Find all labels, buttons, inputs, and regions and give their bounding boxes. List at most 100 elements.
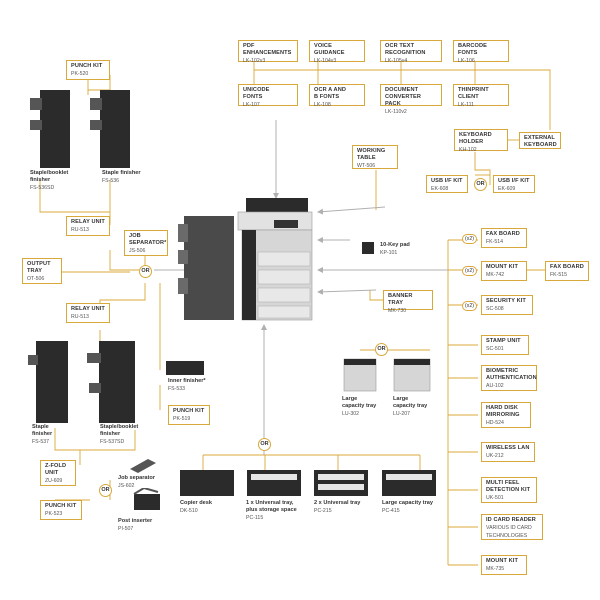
staple-booklet-finisher-top-device: [30, 90, 70, 168]
product-code: PC-415: [382, 508, 400, 514]
title-line: AUTHENTICATION: [486, 375, 537, 381]
title-line: plus storage space: [246, 507, 297, 513]
title-line: Staple finisher: [102, 170, 141, 176]
title-line: WORKING: [357, 148, 386, 154]
title-line: SEPARATOR*: [129, 240, 167, 246]
title-line: Staple/booklet: [100, 424, 139, 430]
product-code: PK-519: [173, 416, 191, 422]
product-code: LU-302: [342, 411, 360, 417]
product-code: FS-536: [102, 178, 120, 184]
product-code: FK-515: [550, 272, 568, 278]
title-line: TABLE: [357, 155, 376, 161]
product-code: EK-609: [498, 186, 516, 192]
product-code: PC-215: [314, 508, 332, 514]
title-line: WIRELESS LAN: [486, 445, 530, 451]
product-code: EK-608: [431, 186, 449, 192]
product-code: SC-501: [486, 346, 504, 352]
staple-booklet-finisher-bottom-device: [87, 341, 135, 423]
title-line: Staple/booklet: [30, 170, 69, 176]
product-code: KH-102: [459, 147, 477, 153]
title-line: FAX BOARD: [486, 231, 520, 237]
title-line: EXTERNAL: [524, 135, 555, 141]
title-line: Post inserter: [118, 518, 153, 524]
option-banner-tray: BANNER TRAY MK-730: [383, 290, 433, 314]
title-line: TRAY: [27, 268, 43, 274]
title-line: Large capacity tray: [382, 500, 433, 506]
option-relay-unit-top: RELAY UNIT RU-513: [66, 216, 110, 236]
title-line: OUTPUT: [27, 261, 51, 267]
title-line: USB I/F KIT: [431, 178, 463, 184]
job-separator-device: [130, 459, 156, 473]
title-line: MOUNT KIT: [486, 558, 518, 564]
title-line: RECOGNITION: [385, 50, 426, 56]
title-line: PUNCH KIT: [71, 63, 103, 69]
option-punch-kit-519: PUNCH KIT PK-519: [168, 405, 210, 425]
title-line: SECURITY KIT: [486, 298, 526, 304]
title-line: FONTS: [243, 94, 263, 100]
product-code: PK-520: [71, 71, 89, 77]
description-line: VARIOUS ID CARD: [486, 525, 532, 531]
title-line: THINPRINT: [458, 87, 489, 93]
title-line: RELAY UNIT: [71, 219, 105, 225]
product-code: LU-207: [393, 411, 411, 417]
product-code: DK-510: [180, 508, 198, 514]
product-code: MK-730: [388, 308, 407, 314]
product-code: MK-742: [486, 272, 505, 278]
label-inner-finisher: Inner finisher* FS-533: [168, 378, 206, 393]
product-code: LK-104v3: [314, 58, 337, 64]
title-line: Large: [393, 396, 409, 402]
product-code: FS-533: [168, 386, 186, 392]
product-code: JS-602: [118, 483, 135, 489]
product-code: WT-506: [357, 163, 376, 169]
title-line: capacity tray: [342, 403, 377, 409]
product-code: LK-106: [458, 58, 475, 64]
copier-desk-device: [180, 470, 234, 496]
title-line: HOLDER: [459, 139, 484, 145]
product-code: LK-108: [314, 102, 331, 108]
product-code: RU-513: [71, 227, 89, 233]
title-line: STAMP UNIT: [486, 338, 521, 344]
product-code: FS-537: [32, 439, 50, 445]
title-line: BANNER TRAY: [388, 293, 413, 306]
quantity-x2-badge: (x2): [462, 301, 477, 311]
title-line: FONTS: [458, 50, 478, 56]
title-line: RELAY UNIT: [71, 306, 105, 312]
title-line: BARCODE: [458, 43, 487, 49]
quantity-x2-badge: (x2): [462, 234, 477, 244]
product-code: LK-110v2: [385, 109, 407, 115]
or-connector: OR: [474, 178, 487, 191]
title-line: MIRRORING: [486, 412, 520, 418]
title-line: VOICE: [314, 43, 332, 49]
title-line: Inner finisher*: [168, 378, 206, 384]
large-capacity-tray-415-device: [382, 470, 436, 496]
title-line: 1 x Universal tray,: [246, 500, 294, 506]
title-line: PUNCH KIT: [173, 408, 205, 414]
title-line: B FONTS: [314, 94, 340, 100]
